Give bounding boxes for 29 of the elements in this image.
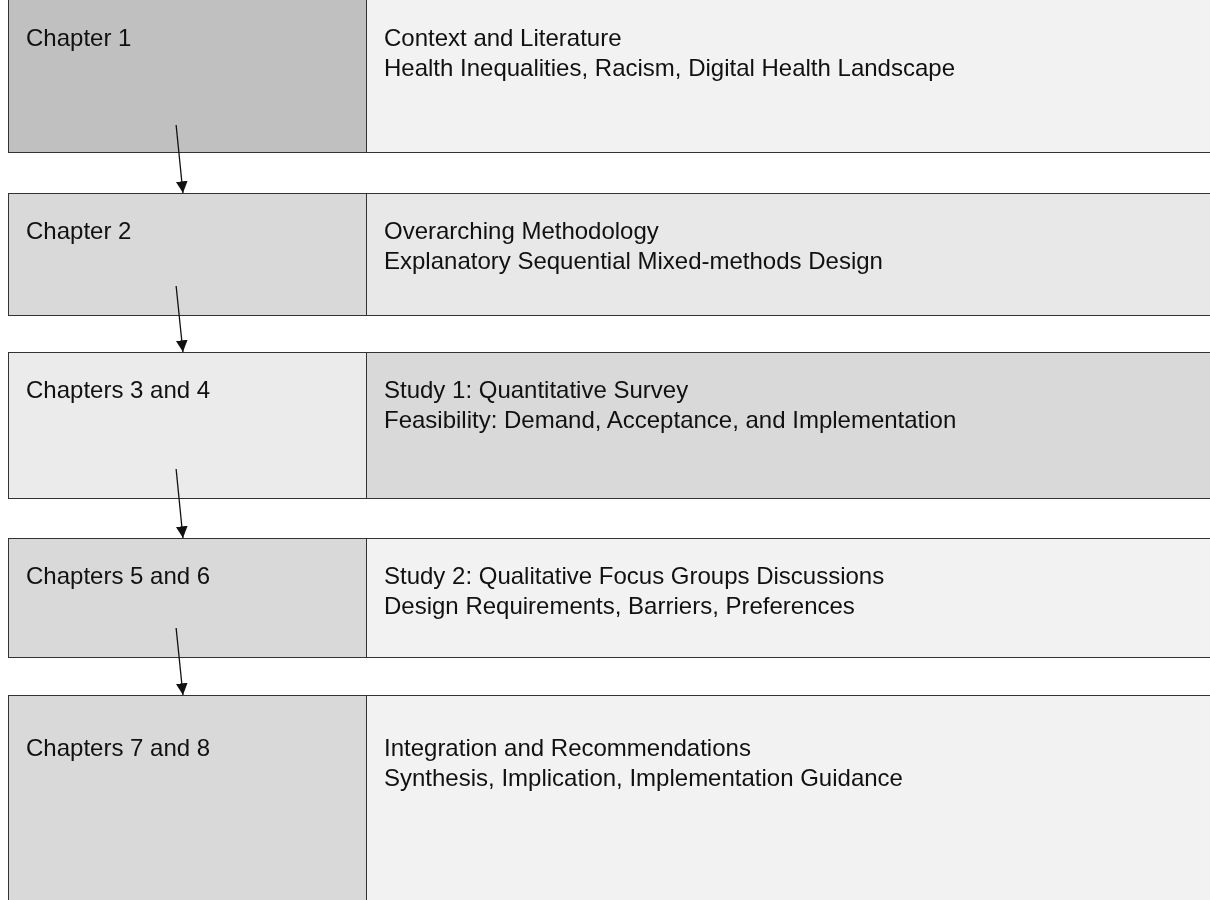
content-box — [366, 538, 1210, 658]
section-heading: Context and Literature — [384, 23, 622, 53]
section-description: Health Inequalities, Racism, Digital Health Landscape — [384, 53, 955, 83]
chapter-label: Chapters 3 and 4 — [26, 375, 211, 405]
chapter-box — [8, 695, 368, 900]
section-description: Explanatory Sequential Mixed-methods Design — [384, 246, 883, 276]
chapter-label: Chapters 7 and 8 — [26, 733, 211, 763]
chapter-label: Chapter 2 — [26, 216, 132, 246]
section-description: Feasibility: Demand, Acceptance, and Implementation — [384, 405, 957, 435]
section-heading: Study 1: Quantitative Survey — [384, 375, 689, 405]
section-heading: Study 2: Qualitative Focus Groups Discussions — [384, 561, 885, 591]
arrow — [175, 627, 188, 696]
chapter-label: Chapters 5 and 6 — [26, 561, 211, 591]
chapter-label: Chapter 1 — [26, 23, 132, 53]
content-box — [366, 352, 1210, 499]
chapter-box — [8, 0, 368, 153]
section-description: Design Requirements, Barriers, Preferences — [384, 591, 855, 621]
arrow — [175, 124, 188, 194]
arrow — [175, 285, 188, 353]
arrow — [175, 468, 188, 539]
section-heading: Overarching Methodology — [384, 216, 659, 246]
content-box — [366, 0, 1210, 153]
content-box — [366, 695, 1210, 900]
chapter-box — [8, 538, 368, 658]
chapter-box — [8, 352, 368, 499]
section-description: Synthesis, Implication, Implementation Guidance — [384, 763, 903, 793]
chapter-box — [8, 193, 368, 316]
section-heading: Integration and Recommendations — [384, 733, 751, 763]
content-box — [366, 193, 1210, 316]
